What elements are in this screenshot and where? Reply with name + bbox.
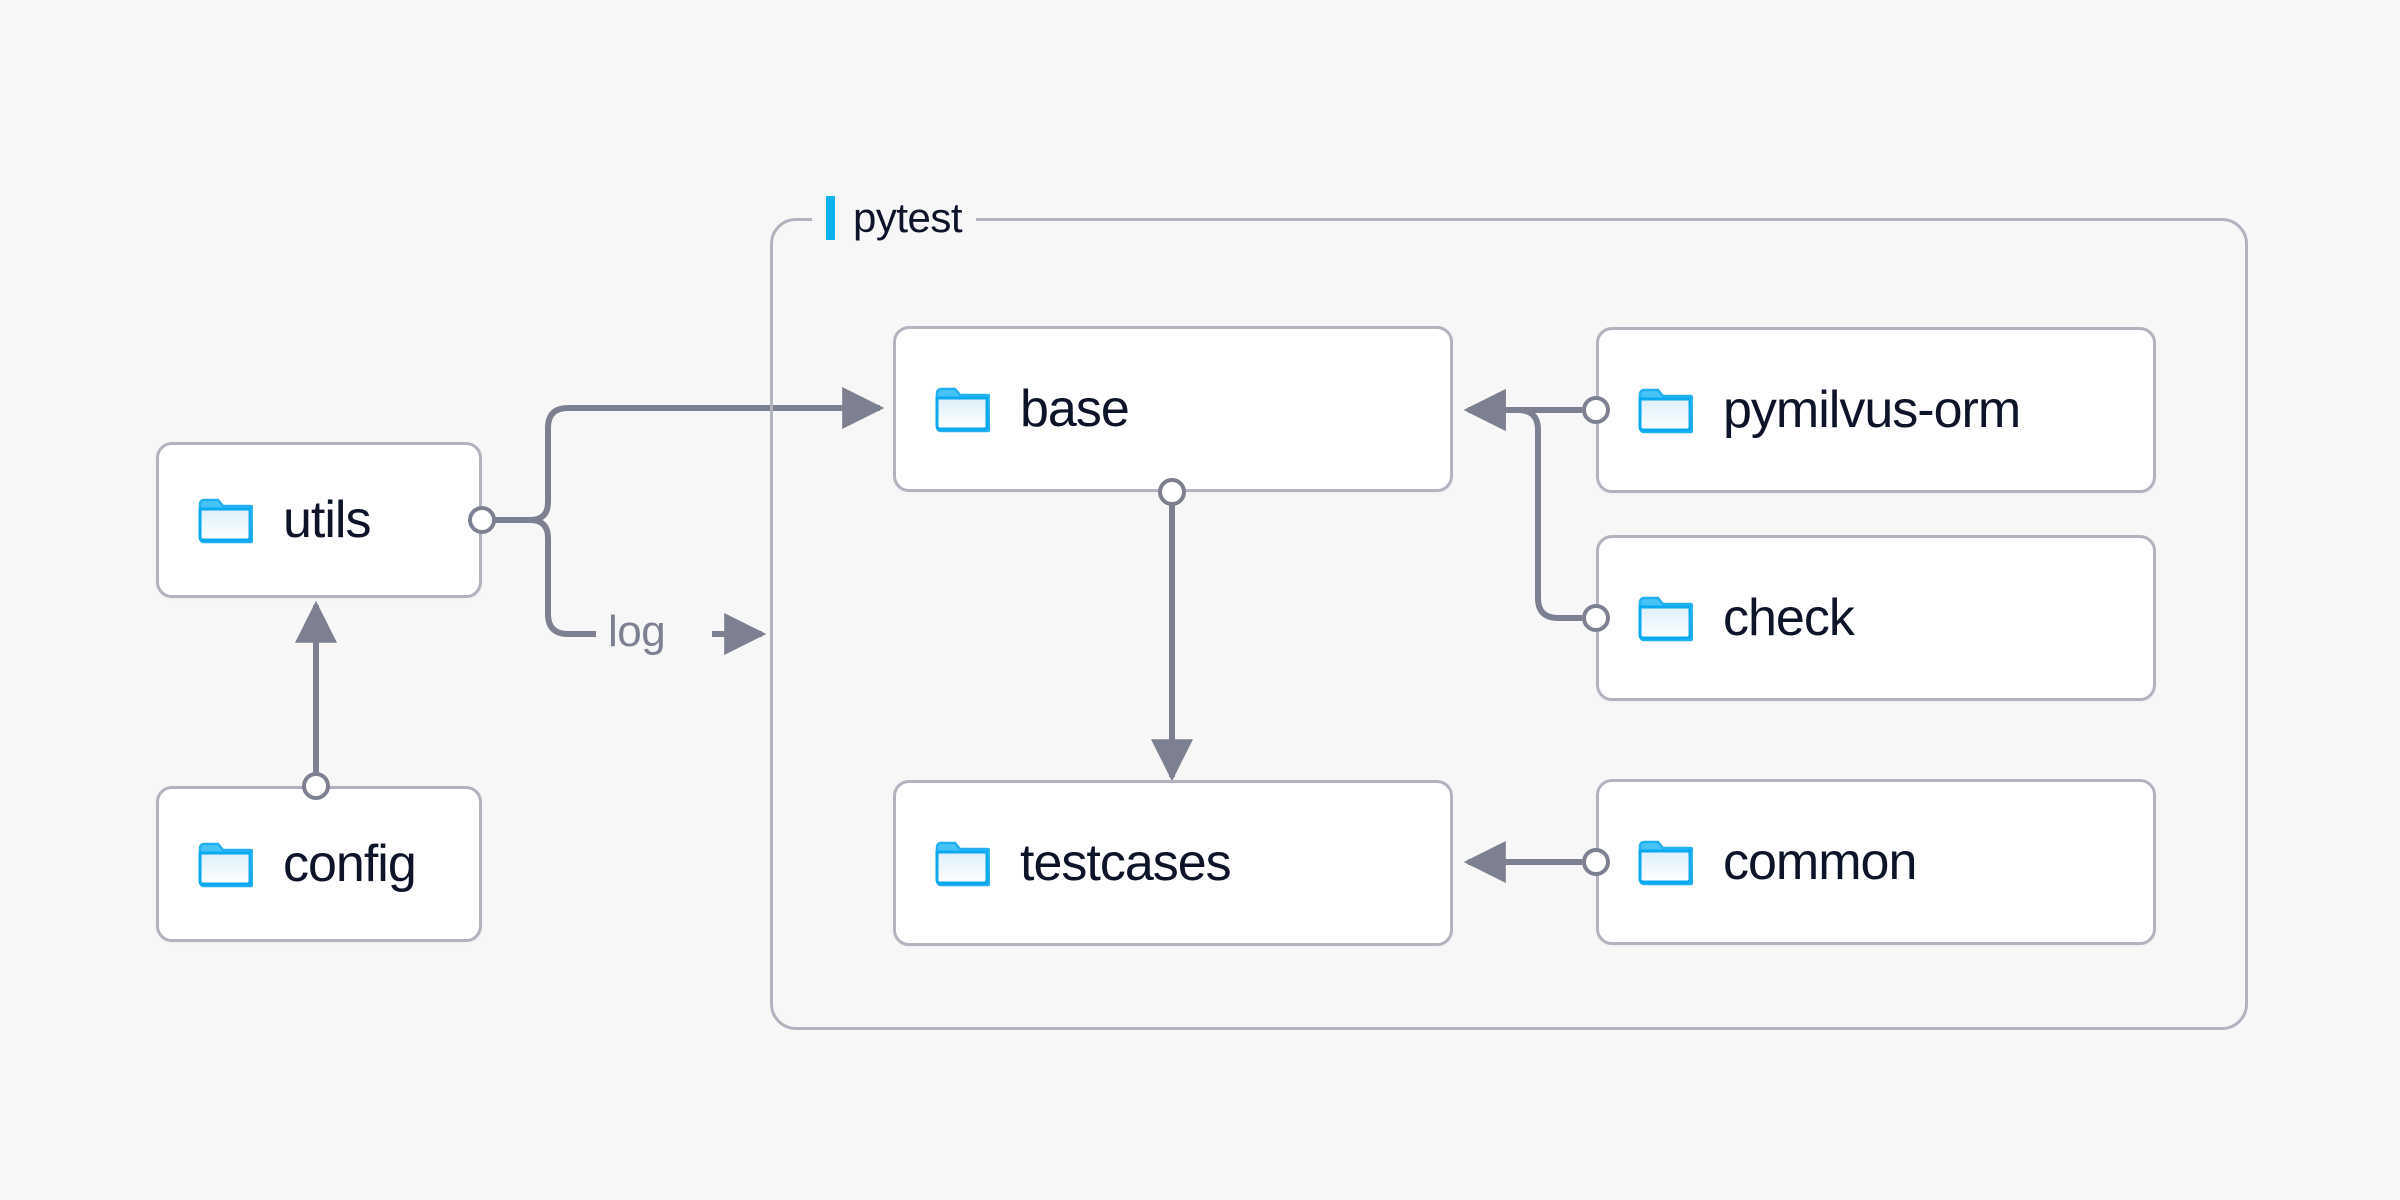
group-accent-bar — [826, 196, 835, 240]
port-check-left[interactable] — [1582, 604, 1610, 632]
node-label-base: base — [1020, 380, 1130, 438]
node-label-check: check — [1723, 589, 1855, 647]
node-pymilvus-orm[interactable]: pymilvus-orm — [1596, 327, 2156, 493]
folder-icon — [934, 839, 993, 887]
node-check[interactable]: check — [1596, 535, 2156, 701]
folder-icon — [1637, 386, 1696, 434]
node-label-common: common — [1723, 833, 1917, 891]
port-config-top[interactable] — [302, 772, 330, 800]
node-config[interactable]: config — [156, 786, 482, 942]
folder-icon — [1637, 838, 1696, 886]
pytest-group-label: pytest — [812, 192, 977, 244]
node-testcases[interactable]: testcases — [893, 780, 1453, 946]
edge-label-log: log — [600, 607, 674, 656]
edge-utils-log — [529, 517, 596, 637]
port-common-left[interactable] — [1582, 848, 1610, 876]
node-utils[interactable]: utils — [156, 442, 482, 598]
group-label-text: pytest — [853, 194, 963, 241]
port-base-bottom[interactable] — [1158, 478, 1186, 506]
node-label-utils: utils — [283, 491, 371, 549]
edge-label-log-text: log — [608, 607, 666, 656]
folder-icon — [197, 496, 256, 544]
pytest-group-container[interactable] — [770, 218, 2248, 1030]
node-common[interactable]: common — [1596, 779, 2156, 945]
node-label-testcases: testcases — [1020, 834, 1232, 892]
node-label-config: config — [283, 835, 417, 893]
port-utils-right[interactable] — [468, 506, 496, 534]
folder-icon — [197, 840, 256, 888]
folder-icon — [934, 385, 993, 433]
port-pymilvus-orm-left[interactable] — [1582, 396, 1610, 424]
folder-icon — [1637, 594, 1696, 642]
node-label-pymilvus-orm: pymilvus-orm — [1723, 381, 2021, 439]
node-base[interactable]: base — [893, 326, 1453, 492]
